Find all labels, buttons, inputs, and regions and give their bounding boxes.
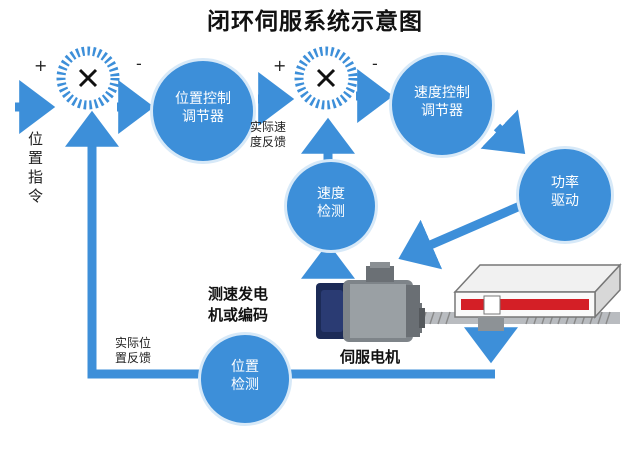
position-detection-node (198, 332, 292, 426)
work-table (453, 263, 622, 331)
input-label: 位 置 指 令 (28, 130, 44, 205)
sum1-plus-sign: + (34, 56, 48, 75)
diagram-title: 闭环伺服系统示意图 (207, 9, 423, 35)
arrow-to-power-drive (480, 109, 526, 154)
position-feedback-label: 实际位 置反馈 (115, 336, 152, 365)
speed-detection-label: 速度 检测 (317, 186, 345, 220)
sum1-minus-sign: - (136, 54, 142, 73)
encoder-label: 测速发电 机或编码 (207, 285, 268, 324)
sum2-plus-sign: + (273, 56, 287, 75)
power-drive-node (516, 146, 614, 244)
position-feedback-return (65, 110, 200, 379)
sum2-minus-sign: - (372, 54, 378, 73)
servo-motor-label: 伺服电机 (339, 348, 400, 366)
speed-controller-label: 速度控制 调节器 (414, 85, 470, 119)
position-detection-label: 位置 检测 (231, 359, 259, 393)
position-controller-label: 位置控制 调节器 (175, 91, 231, 125)
speed-controller-node (389, 52, 495, 158)
arrow-power-drive-to-motor (398, 201, 522, 270)
servo-motor-drawing (316, 262, 425, 342)
position-controller-node (150, 58, 256, 164)
speed-detection-node (284, 159, 378, 253)
summing-junction-1 (56, 46, 120, 110)
summing-junction-2 (294, 46, 358, 110)
speed-feedback-label: 实际速 度反馈 (250, 120, 287, 149)
power-drive-label: 功率 驱动 (551, 175, 579, 209)
